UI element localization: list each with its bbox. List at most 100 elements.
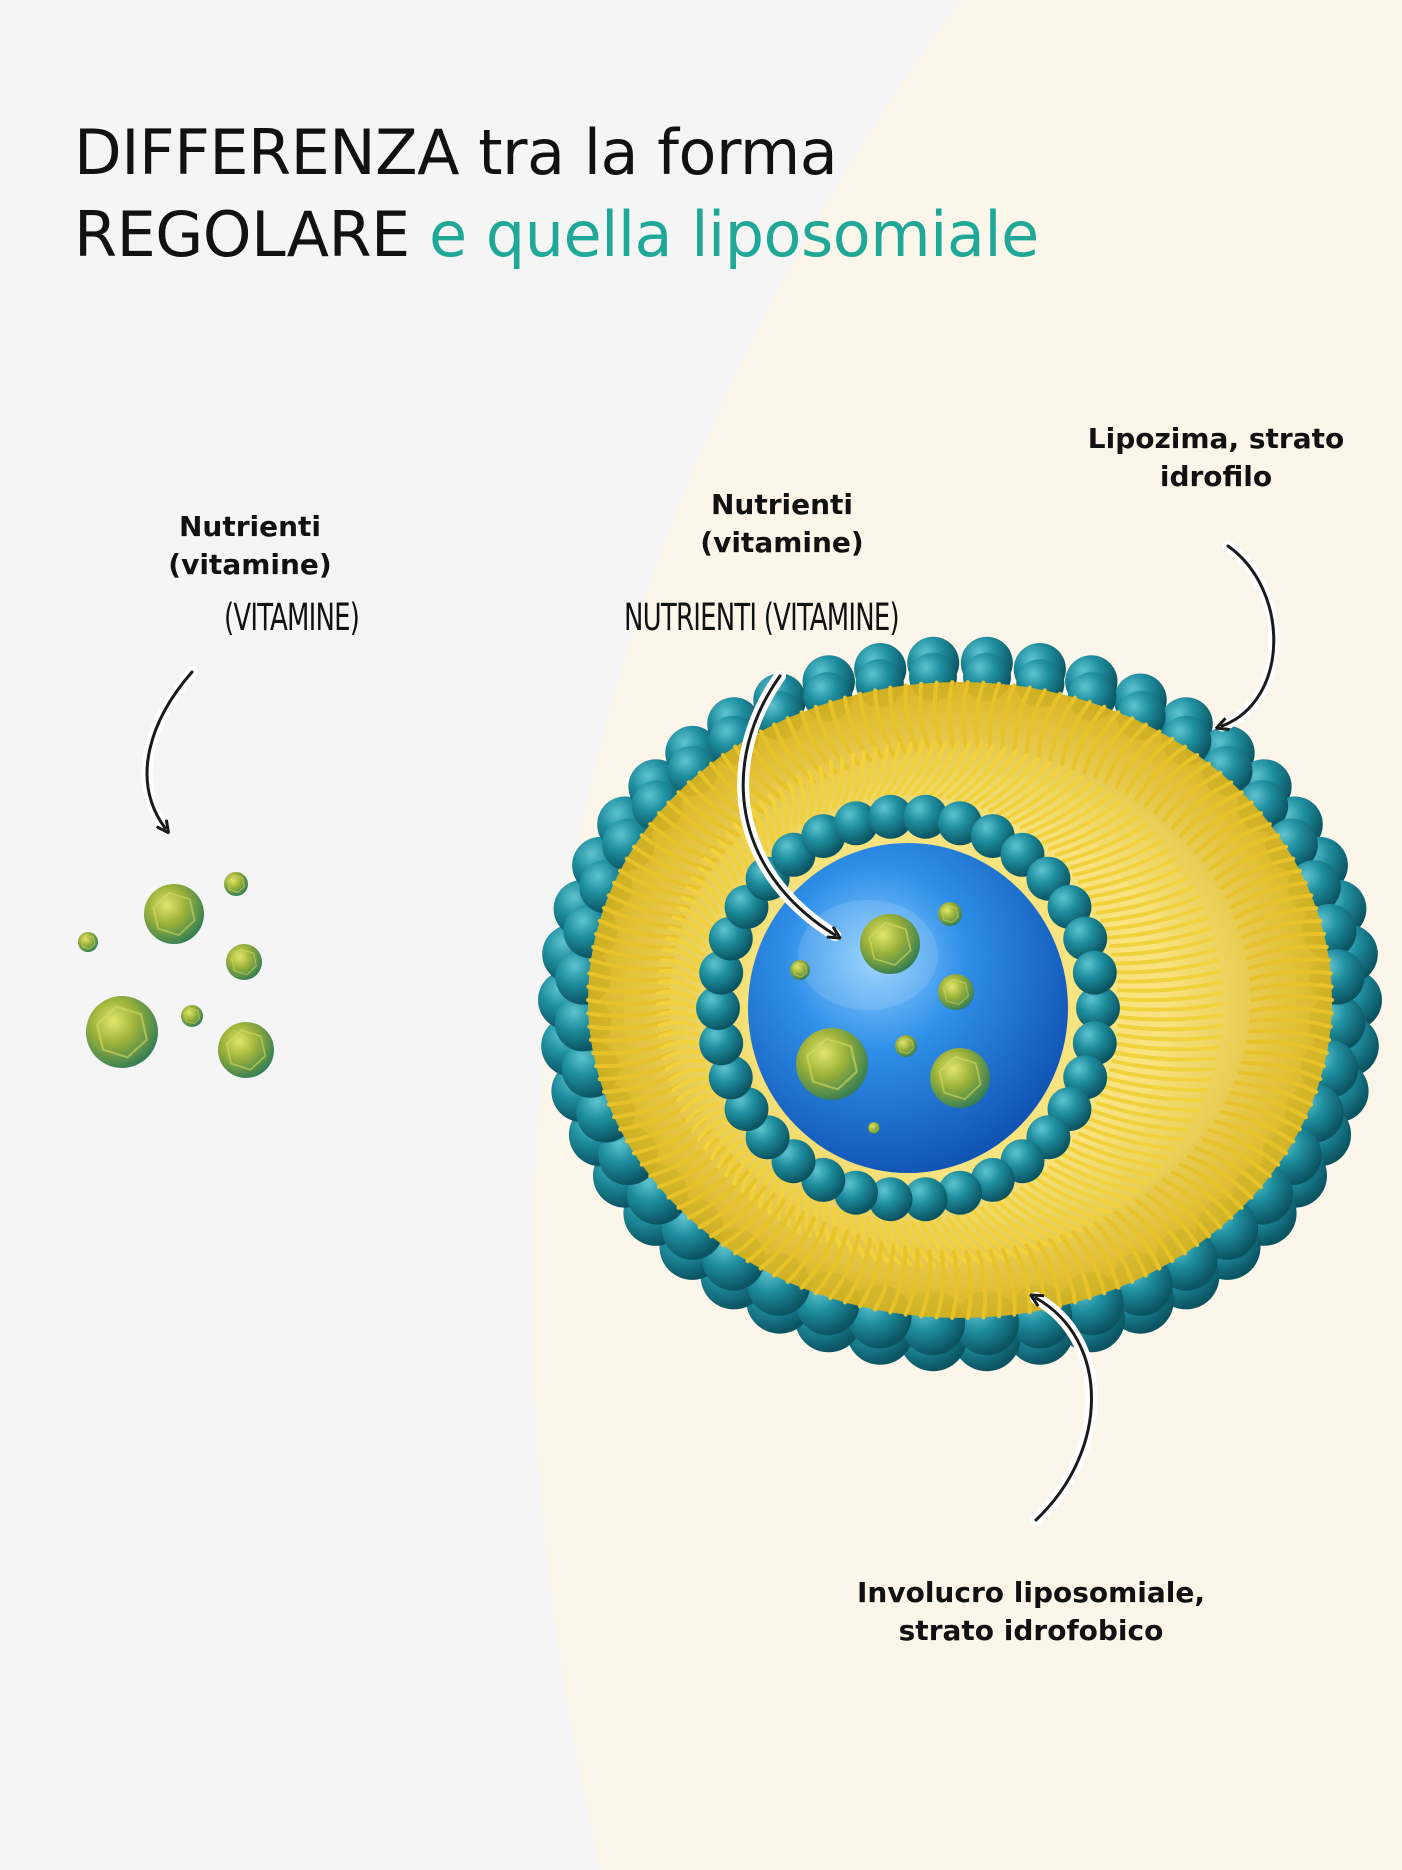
lipid-tail xyxy=(797,775,806,825)
label-core-nutrients-line2: (vitamine) xyxy=(700,526,864,559)
lipid-tail xyxy=(745,1204,796,1264)
lipid-tail xyxy=(1019,780,1094,830)
lipid-tail xyxy=(866,1216,890,1264)
lipid-tail xyxy=(1237,1070,1319,1094)
lipid-tail xyxy=(709,1131,739,1160)
lipid-tail xyxy=(971,752,1030,807)
lipid-tail xyxy=(1082,710,1121,774)
lipid-tails xyxy=(586,680,1334,1320)
lipid-tail xyxy=(1229,1090,1308,1120)
lipid-tail xyxy=(733,744,786,802)
lipid-tail xyxy=(964,1249,973,1320)
lipid-tail xyxy=(1012,685,1032,755)
lipid-tail xyxy=(606,893,687,920)
lipid-tail xyxy=(1004,769,1073,821)
lipid-tail xyxy=(1114,1210,1162,1271)
lipid-tail xyxy=(1000,1247,1017,1317)
lipid-tail xyxy=(892,740,925,797)
nutrient-particle xyxy=(930,1048,990,1108)
lipid-tail xyxy=(772,1216,816,1278)
lipid-tail xyxy=(928,1218,972,1267)
nutrient-particle xyxy=(868,1122,880,1134)
nutrient-particle xyxy=(860,914,920,974)
inner-hydrophilic-heads xyxy=(696,794,1120,1222)
lipid-tail xyxy=(1071,1230,1107,1296)
lipid-tail xyxy=(786,1186,797,1228)
lipid-tail xyxy=(777,786,790,835)
lipid-tail xyxy=(685,885,721,915)
lipid-tail xyxy=(732,1152,756,1186)
lipid-tail xyxy=(717,1138,744,1169)
lipid-tail xyxy=(785,1221,827,1284)
label-core-nutrients-line1: Nutrienti xyxy=(710,488,854,521)
lipid-tail xyxy=(848,1212,867,1259)
lipid-tail xyxy=(883,741,913,798)
lipid-tail xyxy=(1091,1109,1190,1133)
lipid-tail xyxy=(1047,807,1131,851)
lipid-tail xyxy=(857,746,878,802)
lipid-tail xyxy=(1247,957,1332,971)
lipid-tail xyxy=(1224,1100,1302,1132)
lipid-tail xyxy=(1194,811,1263,854)
nutrient-particle xyxy=(181,1005,203,1027)
label-left-nutrients-line2: (vitamine) xyxy=(168,548,332,581)
lipid-tail xyxy=(666,800,734,846)
lipid-tail xyxy=(709,761,767,815)
label-hydrophilic: Lipozima, strato idrofilo xyxy=(1066,420,1366,496)
lipid-tail xyxy=(732,822,756,864)
lipid-tail xyxy=(1087,1116,1184,1142)
lipid-tail xyxy=(1113,947,1218,966)
lipid-tail xyxy=(1240,918,1323,940)
lipid-tail xyxy=(903,1247,920,1317)
arrow-left-nutrients-line xyxy=(145,670,194,828)
lipid-tail xyxy=(901,740,937,796)
lipid-tail xyxy=(657,811,726,854)
lipid-head xyxy=(1072,950,1117,995)
lipid-tail xyxy=(658,968,700,984)
lipid-tail xyxy=(996,1199,1063,1244)
lipid-tail xyxy=(1048,1237,1077,1305)
lipid-tail xyxy=(767,1176,782,1215)
lipid-tail xyxy=(720,1192,776,1247)
lipid-tail xyxy=(988,1248,1002,1319)
lipid-tail xyxy=(1247,1028,1332,1042)
lipid-tail xyxy=(823,760,834,813)
lipid-head xyxy=(834,801,878,846)
lipid-tail xyxy=(1116,969,1222,984)
lipid-tail xyxy=(1106,1076,1209,1093)
lipid-tail xyxy=(656,989,699,1001)
lipid-tail xyxy=(1201,822,1272,863)
lipid-tail xyxy=(976,1249,988,1320)
lipid-tail xyxy=(1054,814,1140,858)
lipid-tail xyxy=(724,1145,750,1178)
lipid-tail xyxy=(1219,1110,1296,1144)
lipid-tail xyxy=(1245,944,1329,960)
lipid-head xyxy=(868,794,913,839)
lipid-tail xyxy=(758,800,775,846)
lipid-tail xyxy=(1194,1146,1263,1189)
lipid-tail xyxy=(1249,1005,1334,1016)
lipid-tail xyxy=(680,895,717,923)
lipid-tail xyxy=(928,741,972,798)
lipid-tail xyxy=(1245,1039,1329,1055)
arrow-hydrophobic-line xyxy=(1036,1298,1093,1522)
lipid-tail xyxy=(1027,786,1103,835)
arrow-core-nutrients-line xyxy=(741,674,835,935)
nutrient-particle xyxy=(78,932,98,952)
lipid-tail xyxy=(1093,1221,1135,1284)
label-hydrophilic-line2: idrofilo xyxy=(1159,460,1273,493)
title-regular: REGOLARE xyxy=(74,198,410,271)
lipid-tail xyxy=(1071,704,1107,770)
lipid-tail xyxy=(1111,936,1216,957)
nutrient-particle xyxy=(224,872,248,896)
lipid-tail xyxy=(919,740,960,797)
lipid-tail xyxy=(945,744,995,800)
lipid-tail xyxy=(1233,893,1314,920)
lipid-tail xyxy=(1153,761,1211,815)
label-left-nutrients: Nutrienti (vitamine) xyxy=(160,508,340,584)
lipid-tail xyxy=(657,1146,726,1189)
lipid-tail xyxy=(1082,1226,1121,1290)
nutrient-particle xyxy=(796,1028,868,1100)
lipid-tail xyxy=(832,756,845,810)
lipid-tail xyxy=(1095,885,1195,915)
